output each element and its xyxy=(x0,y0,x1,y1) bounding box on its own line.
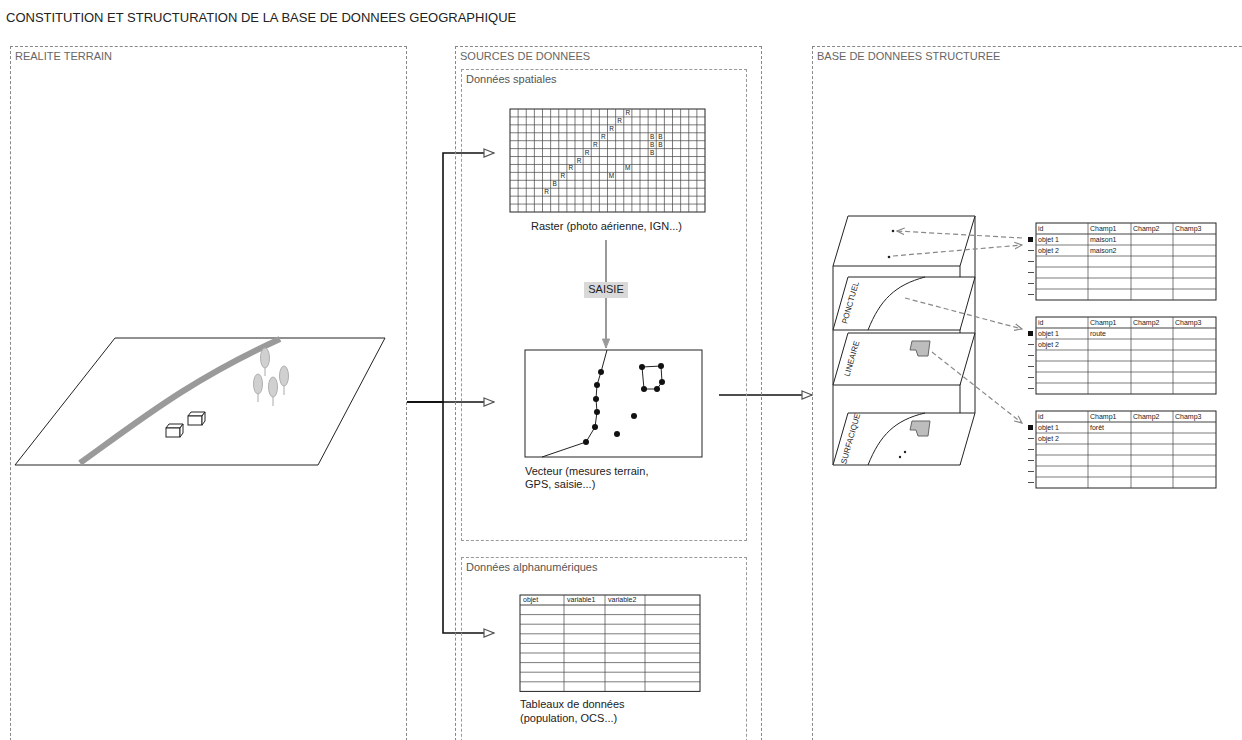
layer-label: SURFACIQUE xyxy=(839,413,863,466)
table-header-cell: Champ2 xyxy=(1133,317,1159,328)
table-header-cell: Champ3 xyxy=(1175,223,1201,234)
attribute-table: id Champ1 Champ2 Champ3 objet 1 route objet 2 xyxy=(1027,317,1219,395)
table-cell: objet 1 xyxy=(1038,234,1059,245)
vector-figure xyxy=(525,350,702,457)
diagram-title: CONSTITUTION ET STRUCTURATION DE LA BASE… xyxy=(6,10,516,26)
panel-heading: REALITE TERRAIN xyxy=(15,50,112,63)
dashed-link xyxy=(893,231,1022,423)
terrain-panel: REALITE TERRAIN xyxy=(10,46,407,740)
raster-figure xyxy=(510,109,705,212)
flow-arrow xyxy=(719,394,812,396)
cell-letter: B xyxy=(648,149,656,157)
table-header-cell: id xyxy=(1038,223,1043,234)
cell-letter: M xyxy=(624,164,632,172)
table-header-cell: Champ1 xyxy=(1090,411,1116,422)
panel-heading: SOURCES DE DONNEES xyxy=(460,50,590,63)
vector-map: Vecteur (mesures terrain, GPS, saisie...… xyxy=(494,348,719,496)
layer-label: PONCTUEL xyxy=(840,281,861,326)
cell-letter: R xyxy=(543,188,551,196)
cell-letter: R xyxy=(567,164,575,172)
attribute-table: id Champ1 Champ2 Champ3 objet 1 forêt objet 2 xyxy=(1027,411,1219,489)
cell-letter: B xyxy=(648,141,656,149)
table-header-cell: variable1 xyxy=(567,595,595,605)
raster-grid: Raster (photo aérienne, IGN...)RRRRBBRBB… xyxy=(494,107,719,238)
attribute-table-outline xyxy=(1027,223,1219,301)
attribute-table-outline xyxy=(1027,317,1219,395)
attribute-table-outline xyxy=(1027,411,1219,489)
table-header-cell: id xyxy=(1038,317,1043,328)
table-cell: objet 2 xyxy=(1038,433,1059,444)
flow-arrow xyxy=(407,402,494,633)
table-header-cell: id xyxy=(1038,411,1043,422)
btable-figure xyxy=(1028,411,1216,488)
cell-letter: B xyxy=(648,133,656,141)
panel-heading: Données alphanumériques xyxy=(466,561,597,574)
table-header-cell: Champ2 xyxy=(1133,223,1159,234)
flow-arrow xyxy=(407,153,494,402)
table-header-cell: Champ2 xyxy=(1133,411,1159,422)
cell-letter: B xyxy=(551,180,559,188)
attribute-table: id Champ1 Champ2 Champ3 objet 1 maison1 objet … xyxy=(1027,223,1219,301)
cell-letter: M xyxy=(608,172,616,180)
node-caption: Tableaux de données (population, OCS...) xyxy=(520,698,660,724)
table-header-cell: Champ3 xyxy=(1175,317,1201,328)
table-cell: objet 1 xyxy=(1038,422,1059,433)
panel-heading: Données spatiales xyxy=(466,73,557,86)
sources-panel: SOURCES DE DONNEES Données spatialesRaste… xyxy=(455,46,762,740)
cell-letter: R xyxy=(591,141,599,149)
table-cell: maison2 xyxy=(1090,245,1116,256)
cell-letter: B xyxy=(656,133,664,141)
atable-figure xyxy=(520,595,700,691)
table-cell: maison1 xyxy=(1090,234,1116,245)
spatial-data-panel: Données spatialesRaster (photo aérienne,… xyxy=(461,69,747,541)
panel-heading: BASE DE DONNEES STRUCTUREE xyxy=(817,50,1000,63)
table-cell: route xyxy=(1090,328,1106,339)
cell-letter: R xyxy=(616,117,624,125)
table-header-cell: Champ3 xyxy=(1175,411,1201,422)
layer-label: LINEAIRE xyxy=(842,340,861,378)
cell-letter: R xyxy=(624,109,632,117)
cell-letter: R xyxy=(559,172,567,180)
database-panel: BASE DE DONNEES STRUCTUREEidChamp1Champ2… xyxy=(812,46,1242,740)
table-header-cell: objet xyxy=(523,595,538,605)
terrain-illustration xyxy=(15,338,385,465)
table-cell: forêt xyxy=(1090,422,1104,433)
edge-label: SAISIE xyxy=(584,282,627,297)
raster-grid-outline xyxy=(494,107,719,238)
cell-letter: R xyxy=(608,125,616,133)
btable-figure xyxy=(1028,317,1216,394)
table-cell: objet 2 xyxy=(1038,245,1059,256)
cell-letter: B xyxy=(656,141,664,149)
table-cell: objet 1 xyxy=(1038,328,1059,339)
table-cell: objet 2 xyxy=(1038,339,1059,350)
table-header-cell: variable2 xyxy=(608,595,636,605)
node-caption: Raster (photo aérienne, IGN...) xyxy=(494,220,719,233)
node-caption: Vecteur (mesures terrain, GPS, saisie...… xyxy=(525,465,675,491)
data-table: Tableaux de données (population, OCS...)… xyxy=(494,593,719,729)
btable-figure xyxy=(1028,223,1216,300)
alphanumeric-panel: Données alphanumériquesTableaux de donné… xyxy=(461,557,747,740)
cell-letter: R xyxy=(583,149,591,157)
cell-letter: R xyxy=(575,157,583,165)
layer-stack xyxy=(833,216,975,465)
cell-letter: R xyxy=(599,133,607,141)
table-header-cell: Champ1 xyxy=(1090,223,1116,234)
table-header-cell: Champ1 xyxy=(1090,317,1116,328)
